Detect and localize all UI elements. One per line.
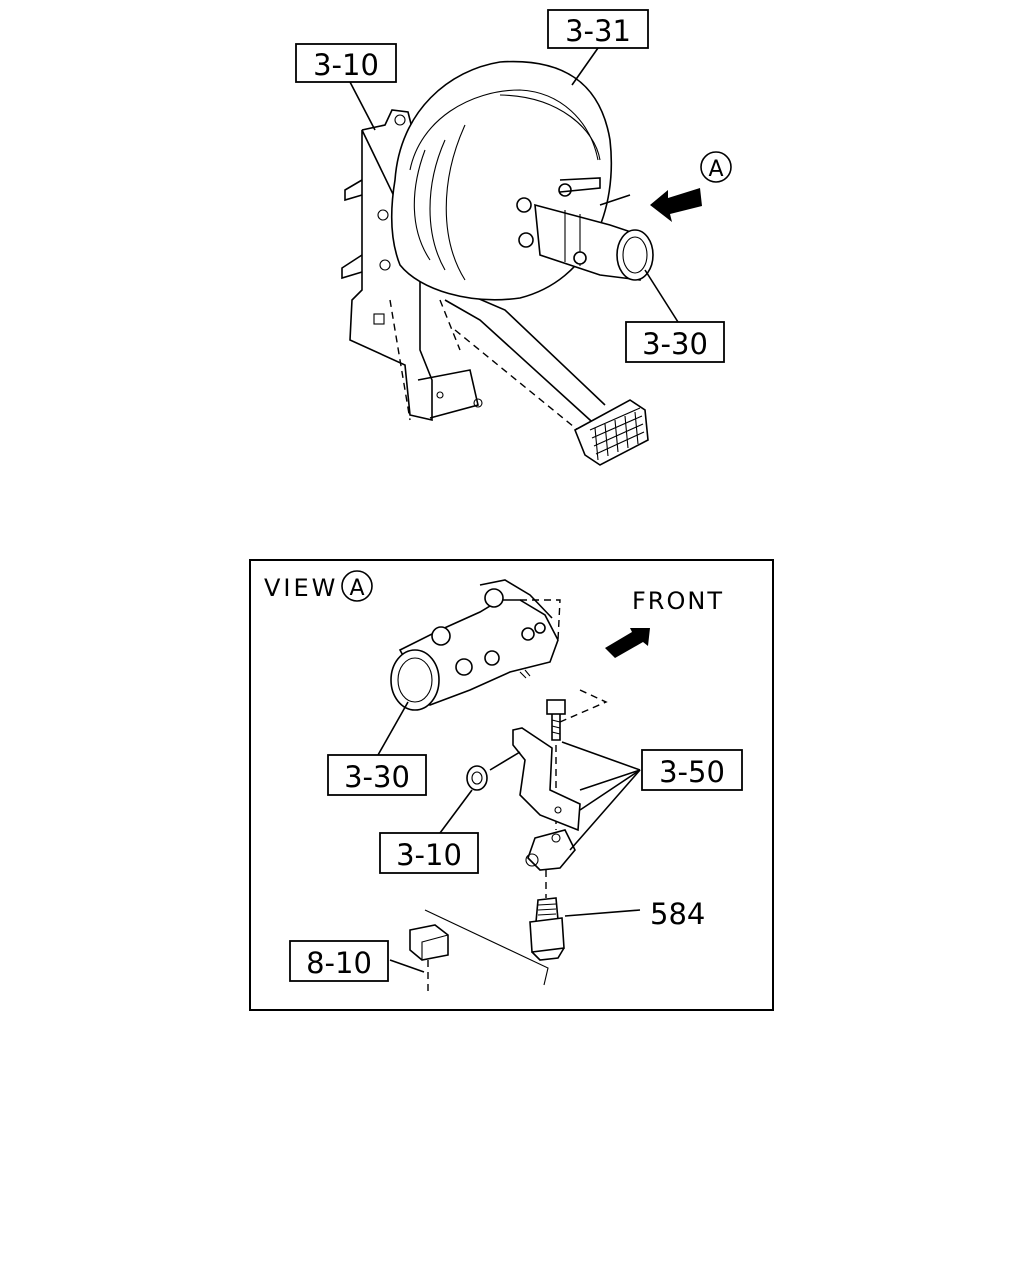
view-callout-3-50: 3-50 [641, 749, 743, 791]
view-callout-3-10: 3-10 [379, 832, 479, 874]
switch-bracket [512, 727, 581, 832]
view-callout-8-10: 8-10 [289, 940, 389, 982]
view-a-panel: VIEW A FRONT [249, 559, 774, 1011]
view-title-marker: A [341, 570, 373, 602]
master-cylinder [516, 177, 654, 281]
upper-assembly: A 3-31 3-10 3-30 [295, 9, 732, 466]
view-callout-3-10-label: 3-10 [396, 838, 462, 872]
view-master-cylinder [390, 579, 561, 711]
callout-3-10-label: 3-10 [313, 48, 379, 82]
view-a-marker-letter: A [708, 157, 723, 182]
callout-3-30-label: 3-30 [642, 327, 708, 361]
switch-holder [525, 829, 576, 871]
view-title: VIEW [264, 574, 338, 602]
pedal-pad-grid [589, 407, 645, 461]
connector [409, 924, 449, 961]
view-a-marker: A [700, 151, 732, 183]
view-direction-arrow [650, 188, 702, 222]
view-callout-3-30: 3-30 [327, 754, 427, 796]
callout-3-10: 3-10 [295, 43, 397, 83]
view-callout-8-10-label: 8-10 [306, 946, 372, 980]
pedal-bracket [341, 109, 483, 422]
stop-lamp-switch [529, 897, 565, 961]
bolt [546, 699, 566, 741]
view-title-marker-letter: A [349, 576, 364, 601]
callout-3-31: 3-31 [547, 9, 649, 49]
view-callout-584: 584 [650, 897, 705, 931]
front-arrow [605, 628, 650, 658]
front-label: FRONT [632, 587, 724, 615]
nut [466, 765, 488, 791]
view-a-frame [249, 559, 774, 1011]
callout-3-30: 3-30 [625, 321, 725, 363]
brake-pedal [444, 294, 649, 466]
callout-3-31-label: 3-31 [565, 14, 631, 48]
view-callout-3-30-label: 3-30 [344, 760, 410, 794]
view-callout-3-50-label: 3-50 [659, 755, 725, 789]
